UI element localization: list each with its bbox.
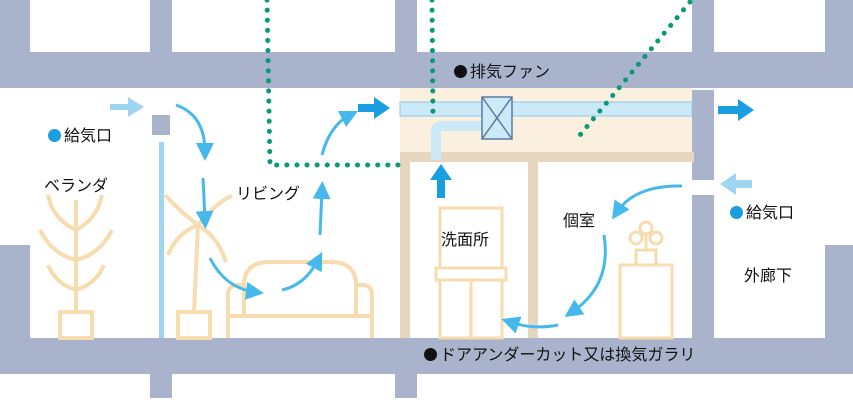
flower-vase-icon [618, 220, 674, 340]
door-undercut-label: ドアアンダーカット又は換気ガラリ [424, 347, 695, 363]
arrow-living-5 [320, 110, 359, 156]
arrow-living-2 [208, 257, 264, 300]
supply-arrow-right [720, 173, 752, 195]
living-label: リビング [236, 184, 301, 203]
washroom-up-arrow [430, 164, 452, 198]
supply-vent-left-label: 給気口 [48, 128, 112, 144]
duct-flow-arrows [358, 97, 754, 198]
black-marker-icon [424, 348, 437, 361]
dotted-lines [264, 0, 693, 168]
arrow-room-3 [501, 316, 559, 334]
blue-marker-icon [730, 206, 743, 219]
veranda-label: ベランダ [44, 176, 109, 195]
blue-marker-icon [48, 129, 61, 142]
duct-out-arrow [718, 99, 754, 121]
supply-arrow-left [110, 97, 144, 117]
washroom-label: 洗面所 [441, 230, 490, 249]
arrow-living-4 [312, 181, 331, 236]
airflow-arrows [175, 103, 683, 334]
arrow-living-1 [195, 177, 214, 229]
veranda-window-frame [159, 142, 164, 338]
plant-icon [38, 194, 114, 340]
outer-corridor-label: 外廊下 [744, 266, 793, 285]
arrow-room-2 [564, 234, 607, 318]
arrow-room-1 [612, 184, 683, 220]
duct-in-arrow [358, 97, 390, 119]
inflow-arrows [110, 97, 752, 195]
arrow-veranda-down [175, 103, 214, 161]
exhaust-fan-icon [481, 96, 513, 140]
private-room-label: 個室 [563, 211, 596, 230]
supply-vent-right-label: 給気口 [730, 205, 794, 221]
black-marker-icon [454, 65, 467, 78]
duct [399, 101, 693, 117]
exhaust-fan-label: 排気ファン [454, 64, 550, 80]
sofa-icon [226, 260, 374, 338]
ceiling-space [400, 88, 692, 152]
duct-branch [431, 121, 482, 160]
washstand-icon [434, 206, 508, 340]
palm-icon [163, 193, 233, 340]
arrow-living-3 [281, 252, 323, 292]
washroom-frame [400, 152, 694, 338]
